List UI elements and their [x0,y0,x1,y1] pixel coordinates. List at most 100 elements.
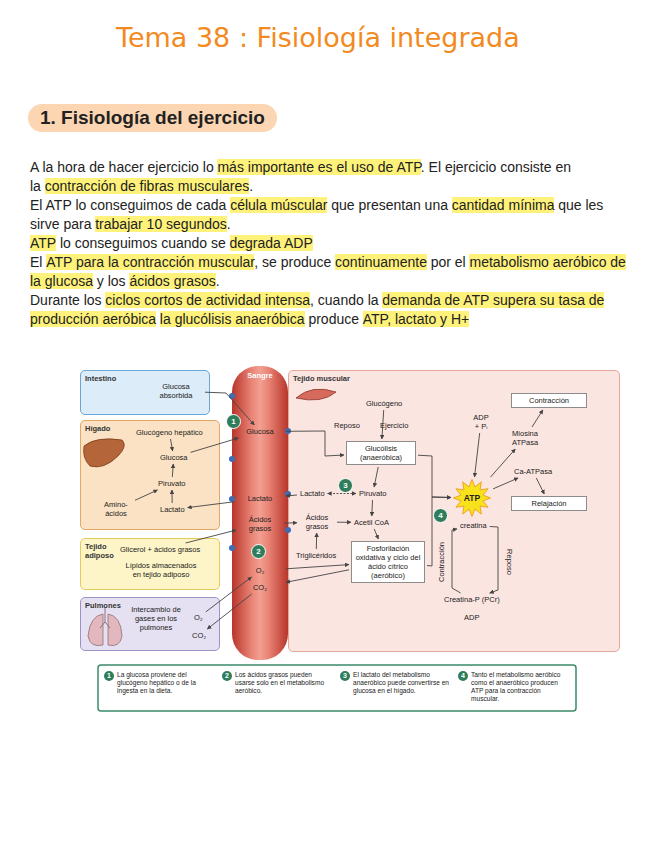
metabolite-label: ADP + Pᵢ [471,413,491,431]
callout-number: 2 [222,671,232,681]
flow-arrow [286,495,297,496]
body-text: lo conseguimos cuando se [60,235,226,251]
state-label: Reposo [505,549,514,575]
body-text: A la hora de hacer ejercicio lo [30,159,214,175]
flow-arrow [284,522,297,524]
highlighted-text: continuamente [335,254,427,270]
region-heading: Tejido muscular [289,371,619,386]
flow-arrow [171,439,173,451]
paragraph-block: A la hora de hacer ejercicio lomás impor… [30,158,630,329]
process-box: Contracción [511,393,587,408]
highlighted-text: célula múscular [230,197,327,213]
flow-arrow [532,410,543,427]
flow-arrow [316,533,317,549]
flow-arrow [475,433,480,477]
node-text: CO₂ [237,583,283,592]
node-text: Glucosa [237,427,283,436]
metabolite-label: Lactato [299,489,326,498]
flow-arrow [452,529,461,593]
paragraph: Durante losciclos cortos de actividad in… [30,291,630,329]
node-text: Lactato [237,494,283,503]
metabolite-label: Triglicéridos [295,551,337,560]
node-text: Creatina-P (PCr) [444,595,500,604]
flow-arrow [172,464,173,477]
body-text: . [216,273,220,289]
node-text: creatina [460,521,487,530]
state-label: Reposo [334,421,360,430]
lung-drawing [108,614,122,646]
body-text: . [249,178,253,194]
node-text: ADP + Pᵢ [472,413,490,431]
body-text: produce [308,311,359,327]
process-box: Fosforilación oxidativa y ciclo del ácid… [351,541,425,583]
region-box: Tejido adiposoGlicerol + ácidos grasosLí… [80,538,220,590]
flow-arrow [186,530,236,543]
metabolite-label: Amino- ácidos [99,500,133,518]
flow-arrow [206,577,252,612]
legend-panel [98,665,576,711]
flow-arrow [490,527,498,594]
region-box: PulmonesIntercambio de gases en los pulm… [80,597,220,651]
metabolite-label: creatina [459,521,488,530]
metabolite-label: Ácidos grasos [238,515,282,533]
node-text: Glucosa [160,453,188,462]
node-text: La glucosa proviene del glucógeno hepáti… [117,671,214,695]
region-box: IntestinoGlucosa absorbida [80,370,210,415]
node-text: Piruvato [158,479,186,488]
legend-note: 1La glucosa proviene del glucógeno hepát… [104,671,214,695]
body-text: El ATP lo conseguimos de cada [30,197,226,213]
highlighted-text: ATP [30,235,56,251]
metabolite-label: O₂ [193,613,204,622]
metabolite-label: Glicerol + ácidos grasos [119,545,201,554]
node-text: Glicerol + ácidos grasos [120,545,200,554]
metabolite-label: Creatina-P (PCr) [443,595,501,604]
legend-note: 3El lactato del metabolismo anaeróbico p… [340,671,450,695]
callout-number: 1 [104,671,114,681]
node-text: Amino- ácidos [100,500,132,518]
highlighted-text: cantidad mínima [452,197,555,213]
metabolite-label: Lactato [236,494,284,503]
metabolite-label: Glucosa absorbida [149,382,203,400]
body-text: , cuando la [310,292,379,308]
state-label: Ejercicio [380,421,408,430]
node-text: O₂ [237,566,283,575]
body-text: Durante los [30,292,102,308]
atp-starburst: ATP [453,479,491,517]
node-text: Glucosa absorbida [150,382,202,400]
callout-number: 2 [251,544,266,559]
metabolite-label: ADP [463,613,480,622]
body-text: por el [431,254,466,270]
highlighted-text: degrada ADP [230,235,313,251]
node-text: El lactato del metabolismo anaeróbico pu… [353,671,450,695]
flow-arrow [171,490,172,503]
metabolite-label: Lactato [159,505,186,514]
flow-arrow [374,467,378,487]
flow-arrow [207,594,252,629]
flow-arrow [374,529,378,539]
flow-arrow [191,438,239,452]
metabolite-label: Piruvato [358,489,388,498]
node-text: Contracción [515,396,583,405]
node-text: Miosina ATPasa [507,429,543,447]
node-text: ADP [464,613,479,622]
metabolite-label: Ácidos grasos [299,513,335,531]
metabolite-label: Miosina ATPasa [506,429,544,447]
node-text: Lípidos almacenados en tejido adiposo [124,561,198,579]
callout-number: 4 [458,671,468,681]
paragraph: ATPlo conseguimos cuando sedegrada ADP [30,234,630,253]
callout-number: 3 [338,478,353,493]
highlighted-text: más importante es el uso de ATP [217,159,420,175]
region-heading: Intestino [81,371,209,386]
flow-arrow [536,478,544,494]
node-text: Triglicéridos [296,551,336,560]
node-text: O₂ [194,613,203,622]
flow-arrow [135,490,158,500]
legend-note: 4Tanto el metabolismo aeróbico como el a… [458,671,570,703]
node-text: Los ácidos grasos pueden usarse solo en … [235,671,332,695]
node-text: ATP [464,494,480,503]
metabolite-label: CO₂ [191,631,207,640]
body-text: El [30,254,42,270]
node-text: Ca-ATPasa [514,467,552,476]
flow-arrow [491,449,516,477]
flow-arrow [371,500,373,516]
